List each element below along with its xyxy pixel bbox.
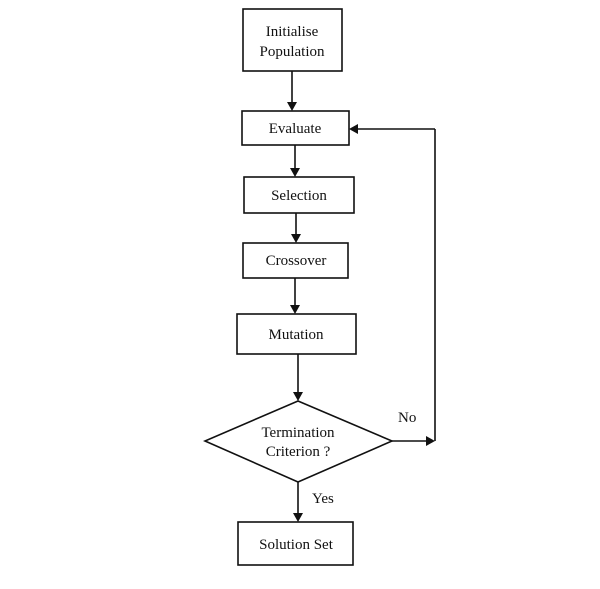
termination-criterion-node: Termination Criterion ?	[202, 400, 395, 483]
termination-label-line-2: Criterion ?	[266, 444, 331, 460]
mutation-label: Mutation	[269, 327, 324, 343]
initialise-population-box	[242, 8, 343, 72]
arrowhead-yes-to-solution	[293, 513, 303, 522]
no-branch-label: No	[398, 410, 416, 426]
evaluate-label: Evaluate	[269, 121, 322, 137]
arrowhead-evaluate-to-selection	[290, 168, 300, 177]
selection-label: Selection	[271, 188, 327, 204]
crossover-box	[242, 242, 349, 279]
arrowhead-no-to-evaluate	[349, 124, 358, 134]
yes-branch-label: Yes	[312, 491, 334, 507]
solution-set-box	[237, 521, 354, 566]
initialise-population-node: Initialise Population	[242, 8, 343, 72]
termination-diamond	[202, 400, 395, 483]
solution-set-label: Solution Set	[259, 537, 334, 553]
solution-set-node: Solution Set	[237, 521, 354, 566]
crossover-node: Crossover	[242, 242, 349, 279]
arrowhead-mutation-to-termination	[293, 392, 303, 401]
mutation-node: Mutation	[236, 313, 357, 355]
arrowhead-no-right	[426, 436, 435, 446]
arrowhead-selection-to-crossover	[291, 234, 301, 243]
initialise-label-line-2: Population	[259, 44, 325, 60]
arrowhead-initialise-to-evaluate	[287, 102, 297, 111]
evaluate-node: Evaluate	[241, 110, 350, 146]
arrowhead-crossover-to-mutation	[290, 305, 300, 314]
selection-node: Selection	[243, 176, 355, 214]
initialise-label-line-1: Initialise	[266, 24, 319, 40]
mutation-box	[236, 313, 357, 355]
crossover-label: Crossover	[266, 253, 327, 269]
selection-box	[243, 176, 355, 214]
termination-label-line-1: Termination	[261, 425, 335, 441]
